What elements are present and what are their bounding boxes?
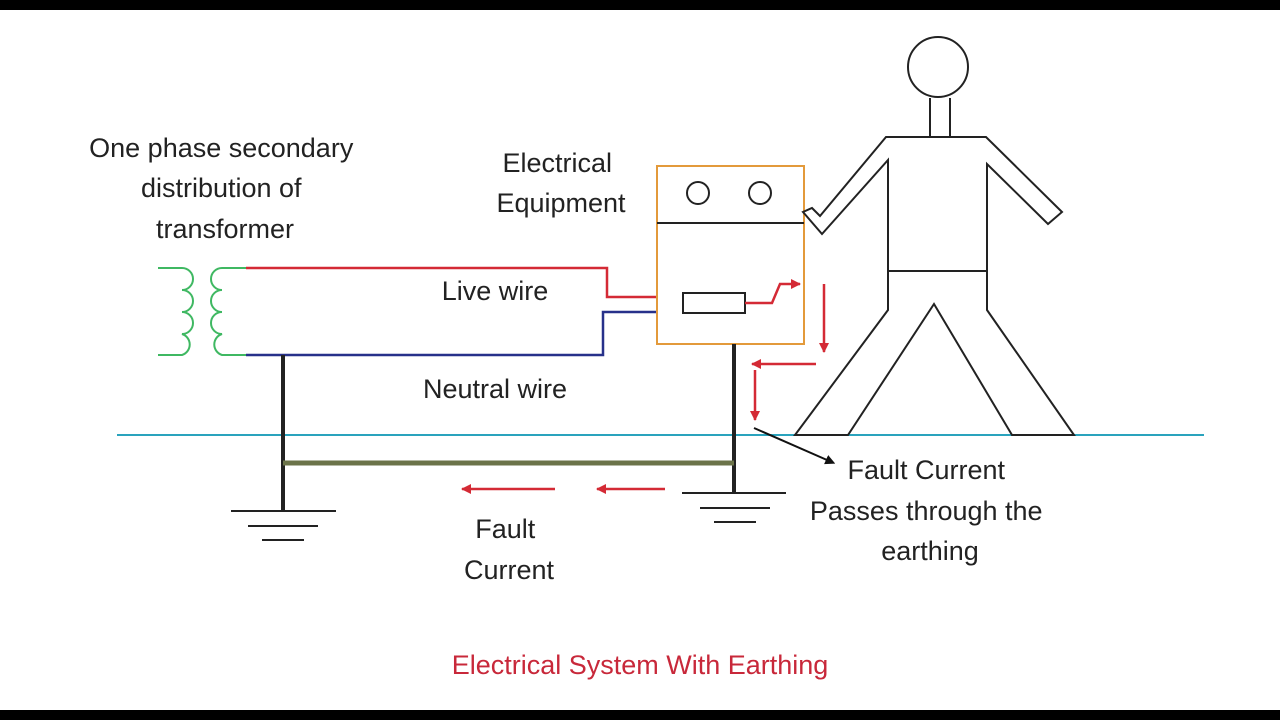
earth-symbol-icon: [231, 510, 336, 541]
neutral-wire: [246, 310, 683, 357]
equipment-label: Electrical Equipment: [496, 148, 626, 218]
canvas: [0, 10, 1280, 710]
earth-symbol-icon: [682, 492, 786, 523]
neutral-wire-label: Neutral wire: [423, 374, 567, 404]
fault-current-label: Fault Current: [464, 514, 555, 585]
transformer-label: One phase secondary distribution of tran…: [89, 133, 361, 244]
person-figure-icon: [793, 36, 1076, 436]
indicator-icon: [686, 181, 710, 205]
fuse-icon: [682, 292, 746, 314]
live-wire-label: Live wire: [442, 276, 549, 306]
live-wire: [246, 266, 683, 299]
transformer-coil-icon: [158, 267, 246, 356]
pointer-arrow-icon: [753, 427, 836, 465]
fault-note-label: Fault Current Passes through the earthin…: [810, 455, 1050, 566]
indicator-icon: [748, 181, 772, 205]
equipment-box: [656, 165, 805, 345]
diagram-caption: Electrical System With Earthing: [452, 650, 829, 680]
fault-arrows-equipment: [750, 284, 829, 421]
fault-path: [745, 279, 801, 305]
